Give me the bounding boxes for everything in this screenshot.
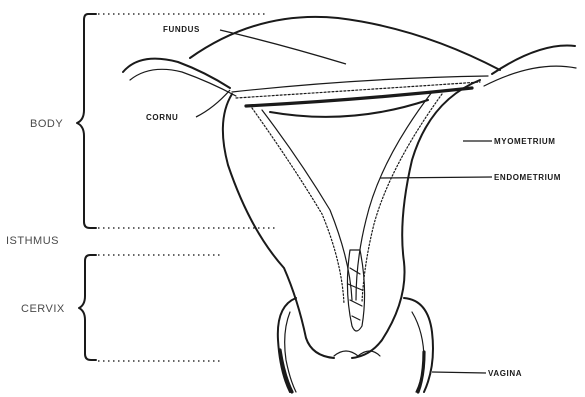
cervix-label: CERVIX xyxy=(21,303,65,315)
endometrium-leader xyxy=(380,177,492,178)
cervix-bracket xyxy=(79,255,222,361)
cornu-label: CORNU xyxy=(146,113,178,122)
uterus-drawing xyxy=(123,17,576,392)
endometrium-label: ENDOMETRIUM xyxy=(494,173,561,182)
fundus-label: FUNDUS xyxy=(163,25,200,34)
vagina-label: VAGINA xyxy=(488,369,522,378)
vagina-leader xyxy=(432,372,486,373)
isthmus-label: ISTHMUS xyxy=(6,235,59,247)
myometrium-label: MYOMETRIUM xyxy=(494,137,556,146)
fundus-leader xyxy=(220,30,346,64)
body-label: BODY xyxy=(30,118,63,130)
